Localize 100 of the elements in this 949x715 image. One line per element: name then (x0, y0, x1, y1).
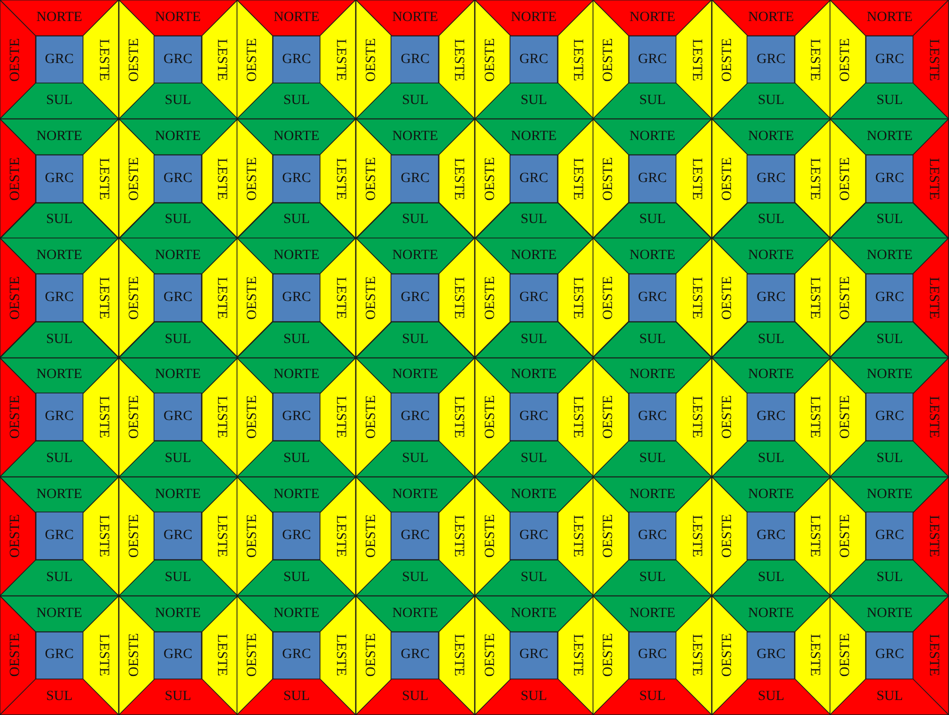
panel-label: SUL (283, 332, 310, 347)
panel-label: GRC (400, 648, 430, 662)
panel-label: SUL (520, 332, 548, 347)
panel-label: SUL (164, 570, 192, 585)
panel-label: SUL (402, 94, 428, 108)
bottom-trapezoid (593, 560, 712, 596)
left-trapezoid (712, 0, 748, 120)
panel-label: OESTE (602, 276, 616, 320)
panel-label: OESTE (484, 514, 498, 558)
right-trapezoid (913, 119, 949, 238)
panel-label: NORTE (274, 488, 320, 502)
right-trapezoid (913, 476, 949, 596)
panel-label: LESTE (570, 634, 584, 676)
panel-label: SUL (520, 94, 548, 108)
panel-label: LESTE (451, 158, 466, 200)
panel-label: OESTE (364, 634, 379, 678)
panel-label: GRC (400, 410, 430, 424)
panel-label: LESTE (688, 515, 703, 558)
panel-label: NORTE (630, 488, 676, 502)
center-square (154, 632, 202, 680)
panel-label: LESTE (926, 396, 940, 438)
center-square (866, 36, 914, 84)
bottom-trapezoid (593, 83, 712, 120)
panel-label: NORTE (155, 488, 201, 502)
bottom-trapezoid (712, 83, 830, 120)
panel-label: LESTE (214, 634, 228, 676)
panel-label: NORTE (866, 249, 913, 264)
top-trapezoid (118, 596, 238, 632)
panel-label: NORTE (155, 368, 201, 382)
panel-label: OESTE (9, 395, 23, 439)
center-square (747, 632, 795, 680)
top-trapezoid (830, 476, 949, 512)
panel-label: SUL (876, 94, 903, 108)
panel-label: OESTE (602, 156, 616, 201)
panel-label: OESTE (484, 634, 498, 678)
panel-label: GRC (282, 529, 311, 544)
top-trapezoid (712, 238, 830, 274)
left-trapezoid (712, 119, 748, 238)
left-trapezoid (830, 238, 866, 358)
bottom-trapezoid (356, 83, 474, 120)
panel-label: GRC (282, 410, 311, 424)
panel-label: NORTE (510, 249, 557, 264)
panel-label: GRC (282, 52, 311, 67)
center-square (36, 274, 84, 322)
panel-label: OESTE (484, 38, 498, 82)
left-trapezoid (712, 358, 748, 477)
top-trapezoid (712, 119, 830, 155)
center-square (36, 632, 84, 680)
top-trapezoid (593, 119, 712, 155)
bottom-trapezoid (0, 440, 119, 477)
panel-label: NORTE (630, 249, 676, 264)
right-trapezoid (320, 476, 356, 596)
panel-label: LESTE (332, 38, 347, 81)
panel-label: NORTE (630, 10, 676, 25)
panel-label: SUL (639, 213, 666, 228)
panel-label: SUL (876, 570, 903, 585)
bottom-trapezoid (830, 560, 949, 596)
panel-label: SUL (758, 94, 784, 108)
center-square (510, 36, 558, 84)
panel-label: OESTE (246, 395, 260, 439)
panel-label: NORTE (510, 10, 557, 25)
panel-label: LESTE (688, 396, 703, 438)
panel-label: LESTE (332, 396, 347, 438)
panel-label: OESTE (128, 395, 142, 439)
left-trapezoid (593, 119, 629, 238)
right-trapezoid (83, 0, 119, 120)
bottom-trapezoid (237, 202, 356, 238)
left-trapezoid (593, 358, 629, 477)
panel-label: GRC (400, 52, 430, 67)
left-trapezoid (118, 0, 154, 120)
panel-label: LESTE (451, 38, 466, 81)
center-square (510, 512, 558, 560)
center-square (747, 154, 795, 203)
top-trapezoid (0, 596, 119, 632)
left-trapezoid (0, 119, 36, 238)
panel-label: GRC (44, 290, 74, 305)
right-trapezoid (676, 596, 712, 715)
panel-label: OESTE (246, 276, 260, 320)
right-trapezoid (83, 358, 119, 477)
right-trapezoid (83, 119, 119, 238)
panel-label: NORTE (36, 249, 82, 264)
bottom-trapezoid (356, 679, 474, 715)
center-square (628, 154, 676, 203)
left-trapezoid (0, 358, 36, 477)
panel-label: OESTE (364, 395, 379, 439)
panel-label: NORTE (866, 488, 913, 502)
panel-label: OESTE (720, 395, 735, 439)
panel-label: NORTE (392, 249, 438, 264)
panel-label: NORTE (155, 249, 201, 264)
center-square (866, 512, 914, 560)
right-trapezoid (913, 596, 949, 715)
bottom-trapezoid (356, 440, 474, 477)
bottom-trapezoid (593, 440, 712, 477)
panel-label: GRC (519, 529, 548, 544)
panel-label: OESTE (128, 276, 142, 320)
panel-label: LESTE (807, 276, 822, 319)
panel-label: LESTE (96, 38, 110, 81)
panel-label: LESTE (807, 634, 822, 676)
bottom-trapezoid (237, 679, 356, 715)
panel-label: GRC (519, 290, 548, 305)
